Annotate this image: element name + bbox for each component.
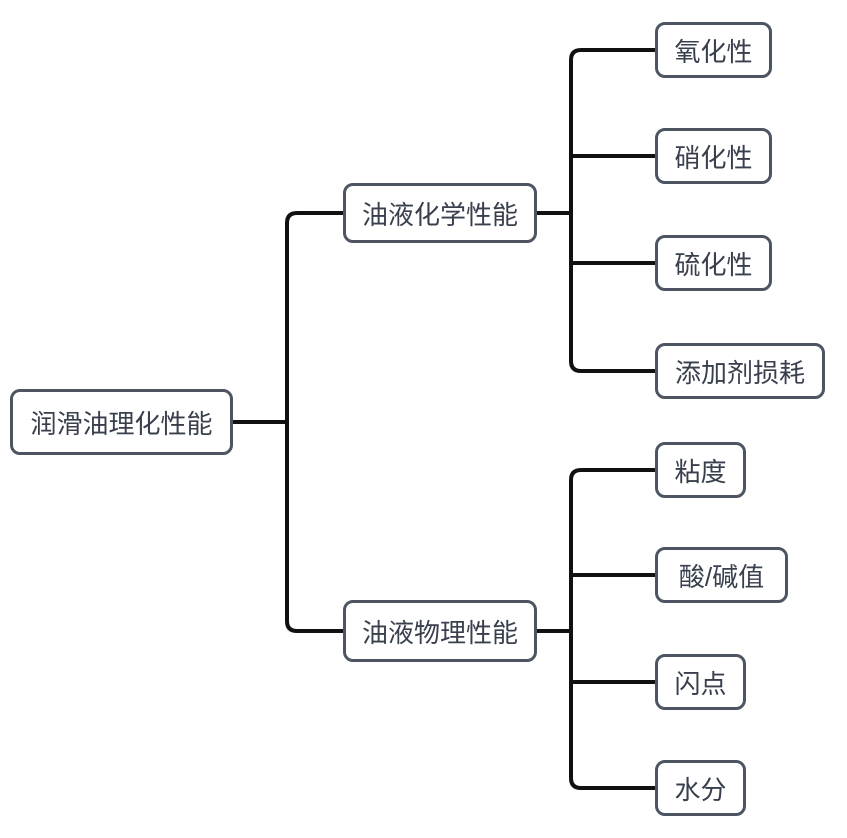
- node-acid-base-value[interactable]: 酸/碱值: [655, 547, 788, 603]
- edge-physical-viscosity: [569, 468, 655, 631]
- edge-trunk-chemical: [285, 211, 343, 422]
- node-oxidation[interactable]: 氧化性: [655, 22, 772, 78]
- node-additive-depletion[interactable]: 添加剂损耗: [655, 343, 825, 399]
- edge-chemical-oxidation: [569, 48, 655, 213]
- node-viscosity[interactable]: 粘度: [655, 442, 746, 498]
- node-flash-point[interactable]: 闪点: [655, 654, 746, 710]
- edge-chemical-additive: [569, 213, 655, 373]
- edge-trunk-physical: [285, 422, 343, 633]
- node-water-content[interactable]: 水分: [655, 760, 746, 816]
- node-nitration[interactable]: 硝化性: [655, 128, 772, 184]
- node-sulfidation[interactable]: 硫化性: [655, 235, 772, 291]
- node-oil-physical-properties[interactable]: 油液物理性能: [343, 600, 537, 662]
- edge-physical-water: [569, 631, 655, 790]
- node-root-lubricant-properties[interactable]: 润滑油理化性能: [10, 389, 233, 455]
- node-oil-chemical-properties[interactable]: 油液化学性能: [343, 183, 537, 243]
